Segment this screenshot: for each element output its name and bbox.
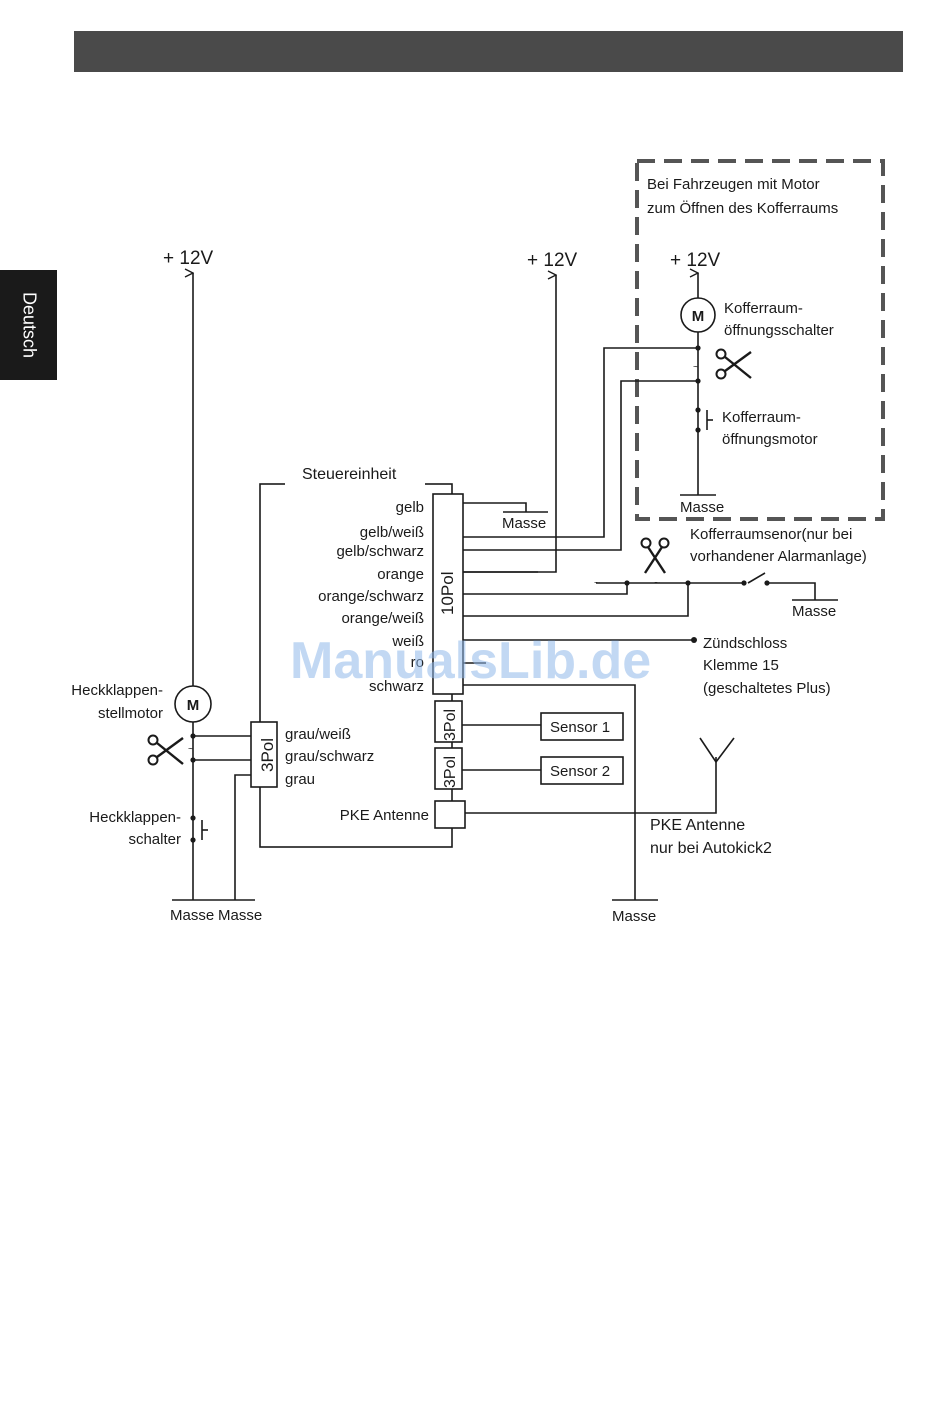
- pke-note-1: PKE Antenne: [650, 817, 745, 834]
- sensor2-box: [540, 756, 624, 785]
- pke-label: PKE Antenne: [340, 807, 429, 824]
- wire-pke: [465, 757, 717, 814]
- pin-schwarz: schwarz: [369, 678, 424, 695]
- trunk-sensor-label-1: Kofferraumsenor(nur bei: [690, 526, 852, 543]
- trunk-motor-label-1: Kofferraum-: [722, 409, 801, 426]
- masse-trunk-sensor: Masse: [792, 603, 836, 620]
- optional-box-title-1: Bei Fahrzeugen mit Motor: [647, 176, 820, 193]
- connector-3pol-sensor2: [434, 747, 463, 790]
- voltage-right-label: + 12V: [670, 250, 721, 271]
- pin-weiss: weiß: [391, 633, 424, 650]
- cut-scissors-icon: [640, 537, 670, 574]
- antenna-icon: [699, 737, 735, 764]
- pin-grau-weiss: grau/weiß: [285, 726, 351, 743]
- masse-trunk-motor: Masse: [680, 499, 724, 516]
- connector-3pol-sensor2-label: 3Pol: [442, 756, 459, 788]
- tailgate-switch-label-1: Heckklappen-: [89, 809, 181, 826]
- wire-gelb-schwarz: [463, 380, 698, 551]
- watermark: ManualsLib.de: [290, 632, 651, 690]
- pin-gelb-weiss: gelb/weiß: [360, 524, 424, 541]
- ignition-label-3: (geschaltetes Plus): [703, 680, 831, 697]
- masse-tailgate-1: Masse: [170, 907, 214, 924]
- sensor1-label: Sensor 1: [550, 719, 610, 736]
- masse-schwarz: Masse: [612, 908, 656, 925]
- ignition-label-2: Klemme 15: [703, 657, 779, 674]
- connector-3pol-sensor1: [434, 700, 463, 743]
- trunk-switch-motor-letter: M: [692, 308, 705, 325]
- trunk-sensor-label-2: vorhandener Alarmanlage): [690, 548, 867, 565]
- trunk-switch-label-2: öffnungsschalter: [724, 322, 834, 339]
- tailgate-motor-label-2: stellmotor: [98, 705, 163, 722]
- header-bar: [74, 31, 903, 72]
- voltage-left-label: + 12V: [163, 248, 214, 269]
- svg-text:~: ~: [594, 578, 600, 589]
- pin-ro: ro: [411, 654, 424, 671]
- svg-text:~: ~: [188, 744, 194, 755]
- pin-grau: grau: [285, 771, 315, 788]
- tailgate-motor-label-1: Heckklappen-: [71, 682, 163, 699]
- wire-orange-weiss: [463, 583, 689, 617]
- wire-gelb-weiss: [463, 347, 698, 538]
- masse-gelb: Masse: [502, 515, 546, 532]
- connector-3pol-sensor1-label: 3Pol: [442, 709, 459, 741]
- pin-grau-schwarz: grau/schwarz: [285, 748, 374, 765]
- connector-10pol-label: 10Pol: [438, 572, 457, 615]
- svg-text:~: ~: [654, 578, 660, 589]
- tailgate-switch-label-2: schalter: [128, 831, 181, 848]
- control-unit-label: Steuereinheit: [302, 466, 397, 483]
- pke-note-2: nur bei Autokick2: [650, 840, 772, 857]
- trunk-motor-label-2: öffnungsmotor: [722, 431, 818, 448]
- optional-trunk-motor-box: [635, 159, 885, 521]
- optional-box-title-2: zum Öffnen des Kofferraums: [647, 199, 838, 217]
- trunk-switch-label-1: Kofferraum-: [724, 300, 803, 317]
- sensor2-label: Sensor 2: [550, 763, 610, 780]
- wire-schwarz: [463, 684, 636, 900]
- wire-orange-schwarz: [463, 583, 628, 595]
- connector-10pol: [432, 493, 464, 695]
- voltage-mid-label: + 12V: [527, 250, 578, 271]
- pin-orange-schwarz: orange/schwarz: [318, 588, 424, 605]
- svg-text:~: ~: [693, 362, 699, 373]
- connector-pke: [434, 800, 466, 829]
- pin-orange: orange: [377, 566, 424, 583]
- cut-scissors-icon: [715, 348, 752, 380]
- connector-3pol-left: [250, 721, 278, 788]
- pin-gelb: gelb: [396, 499, 424, 516]
- pin-orange-weiss: orange/weiß: [341, 610, 424, 627]
- ignition-label-1: Zündschloss: [703, 635, 787, 652]
- masse-tailgate-2: Masse: [218, 907, 262, 924]
- sensor1-box: [540, 712, 624, 741]
- language-tab[interactable]: Deutsch: [0, 270, 57, 380]
- cut-scissors-icon: [147, 734, 184, 766]
- tailgate-motor-letter: M: [187, 697, 200, 714]
- pin-gelb-schwarz: gelb/schwarz: [336, 543, 424, 560]
- connector-3pol-left-label: 3Pol: [258, 738, 277, 772]
- wire-gelb: [463, 502, 527, 512]
- wire-grau: [234, 774, 251, 900]
